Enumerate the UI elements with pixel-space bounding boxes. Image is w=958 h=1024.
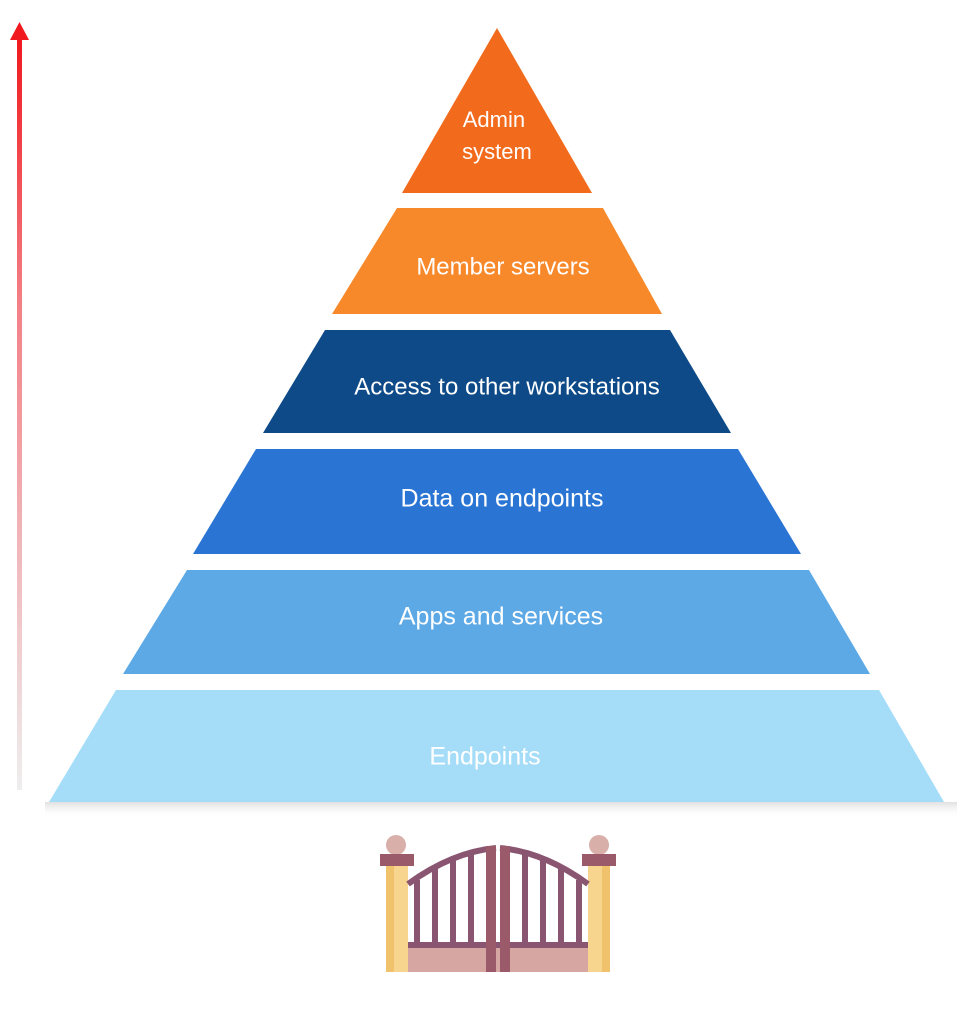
pyramid: Admin system Member servers Access to ot… (49, 28, 944, 802)
tier-apps-and-services-label: Apps and services (399, 603, 603, 631)
escalation-arrow (10, 22, 29, 790)
escalation-arrow-head (10, 22, 29, 40)
tier-data-on-endpoints (193, 449, 801, 554)
tier-admin-system-label-line-2: system (462, 139, 532, 164)
tier-admin-system-label: Admin system (462, 107, 532, 164)
pyramid-shadow (45, 802, 957, 818)
tier-endpoints-label: Endpoints (429, 743, 540, 771)
tier-apps-and-services (123, 570, 870, 674)
tier-member-servers-label: Member servers (416, 253, 589, 280)
gate-icon (380, 835, 616, 972)
tier-data-on-endpoints-label: Data on endpoints (401, 485, 604, 513)
tier-endpoints (49, 690, 944, 802)
tier-access-to-other-workstations-label: Access to other workstations (354, 373, 659, 400)
tier-admin-system (402, 28, 592, 193)
tier-member-servers (332, 208, 662, 314)
tier-admin-system-label-line-1: Admin (463, 107, 525, 132)
escalation-arrow-shaft (17, 38, 22, 790)
tier-access-to-other-workstations (263, 330, 731, 433)
